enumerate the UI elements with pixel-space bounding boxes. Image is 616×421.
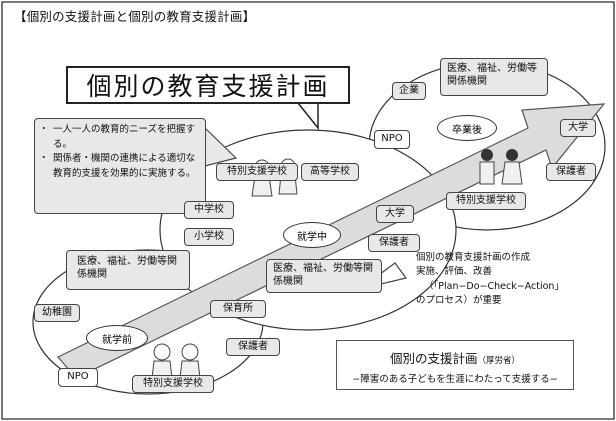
- company-node: 企業: [392, 82, 426, 100]
- pdca-line-1: 個別の教育支援計画の作成: [416, 252, 531, 263]
- junior-high-node: 中学校: [184, 201, 234, 219]
- special-school-top-node: 特別支援学校: [446, 192, 526, 210]
- children-after-icon: [479, 149, 523, 185]
- guardian-top-node: 保護者: [546, 163, 596, 181]
- main-title: 個別の教育支援計画: [66, 66, 350, 104]
- left-callout-item-2: 関係者・機関の連携による適切な教育的支援を効果的に実施する。: [39, 152, 199, 181]
- elementary-school-node: 小学校: [184, 228, 234, 246]
- frame-title: 【個別の支援計画と個別の教育支援計画】: [14, 9, 256, 24]
- pdca-line-2: 実施、評価、改善: [416, 266, 493, 278]
- university-top-node: 大学: [560, 119, 596, 137]
- npo-bottom-node: NPO: [58, 368, 98, 387]
- nursery-node: 保育所: [210, 300, 266, 318]
- pdca-line-4: のプロセス）が重要: [416, 294, 502, 306]
- left-callout-item-1: 一人一人の教育的ニーズを把握する。: [39, 123, 199, 152]
- kindergarten-node: 幼稚園: [34, 304, 80, 322]
- medical-welfare-labor-top: 医療、福祉、労働等関係機関: [440, 58, 548, 96]
- left-callout-box: 一人一人の教育的ニーズを把握する。 関係者・機関の連携による適切な教育的支援を効…: [34, 118, 206, 214]
- medical-welfare-labor-mid: 医療、福祉、労働等関係機関: [266, 259, 382, 293]
- individual-support-plan-box: 個別の支援計画（厚労省） −障害のある子どもを生涯にわたって支援する−: [336, 340, 574, 390]
- high-school-node: 高等学校: [301, 163, 359, 181]
- special-school-mid-node: 特別支援学校: [216, 163, 298, 181]
- stage-preschool: 就学前: [86, 325, 148, 351]
- university-mid-node: 大学: [376, 205, 414, 223]
- plan-box-title: 個別の支援計画: [389, 351, 478, 366]
- pdca-line-3: （「Plan−Do−Check−Action」: [424, 280, 564, 292]
- medical-welfare-labor-left: 医療、福祉、労働等関係機関: [66, 250, 190, 290]
- main-title-pointer: [296, 102, 319, 131]
- guardian-mid-node: 保護者: [368, 234, 420, 252]
- pdca-note: 個別の教育支援計画の作成 実施、評価、改善 （「Plan−Do−Check−Ac…: [416, 251, 582, 308]
- stage-in-school: 就学中: [283, 222, 341, 248]
- plan-box-subtitle: −障害のある子どもを生涯にわたって支援する−: [352, 374, 558, 385]
- guardian-bottom-node: 保護者: [226, 338, 280, 356]
- plan-box-title-note: （厚労省）: [477, 356, 521, 366]
- stage-after-graduation: 卒業後: [437, 115, 497, 141]
- special-school-bottom-node: 特別支援学校: [132, 375, 214, 393]
- npo-top-node: NPO: [374, 130, 410, 149]
- children-preschool-icon: [151, 343, 201, 379]
